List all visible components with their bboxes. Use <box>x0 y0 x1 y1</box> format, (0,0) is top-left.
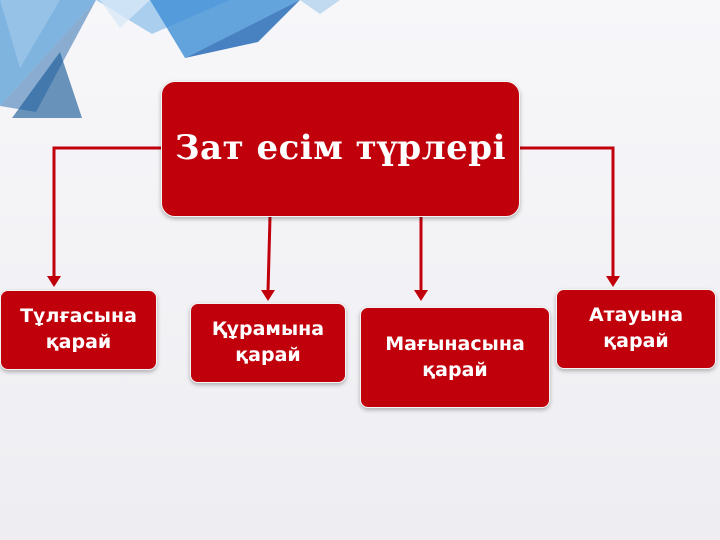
child-node-4: Атауына қарай <box>556 289 716 369</box>
child-node-2: Құрамына қарай <box>190 303 346 383</box>
connector-mid-left <box>266 216 272 293</box>
child-node-1: Тұлғасына қарай <box>0 290 157 370</box>
connector-right <box>518 146 615 278</box>
child-node-3: Мағынасына қарай <box>360 307 550 408</box>
arrowhead-1 <box>47 276 61 287</box>
root-node-box: Зат есім түрлері <box>161 81 520 217</box>
arrowhead-2 <box>261 290 275 301</box>
connector-left <box>52 146 163 278</box>
arrowhead-4 <box>606 276 620 287</box>
arrowhead-3 <box>414 290 428 301</box>
